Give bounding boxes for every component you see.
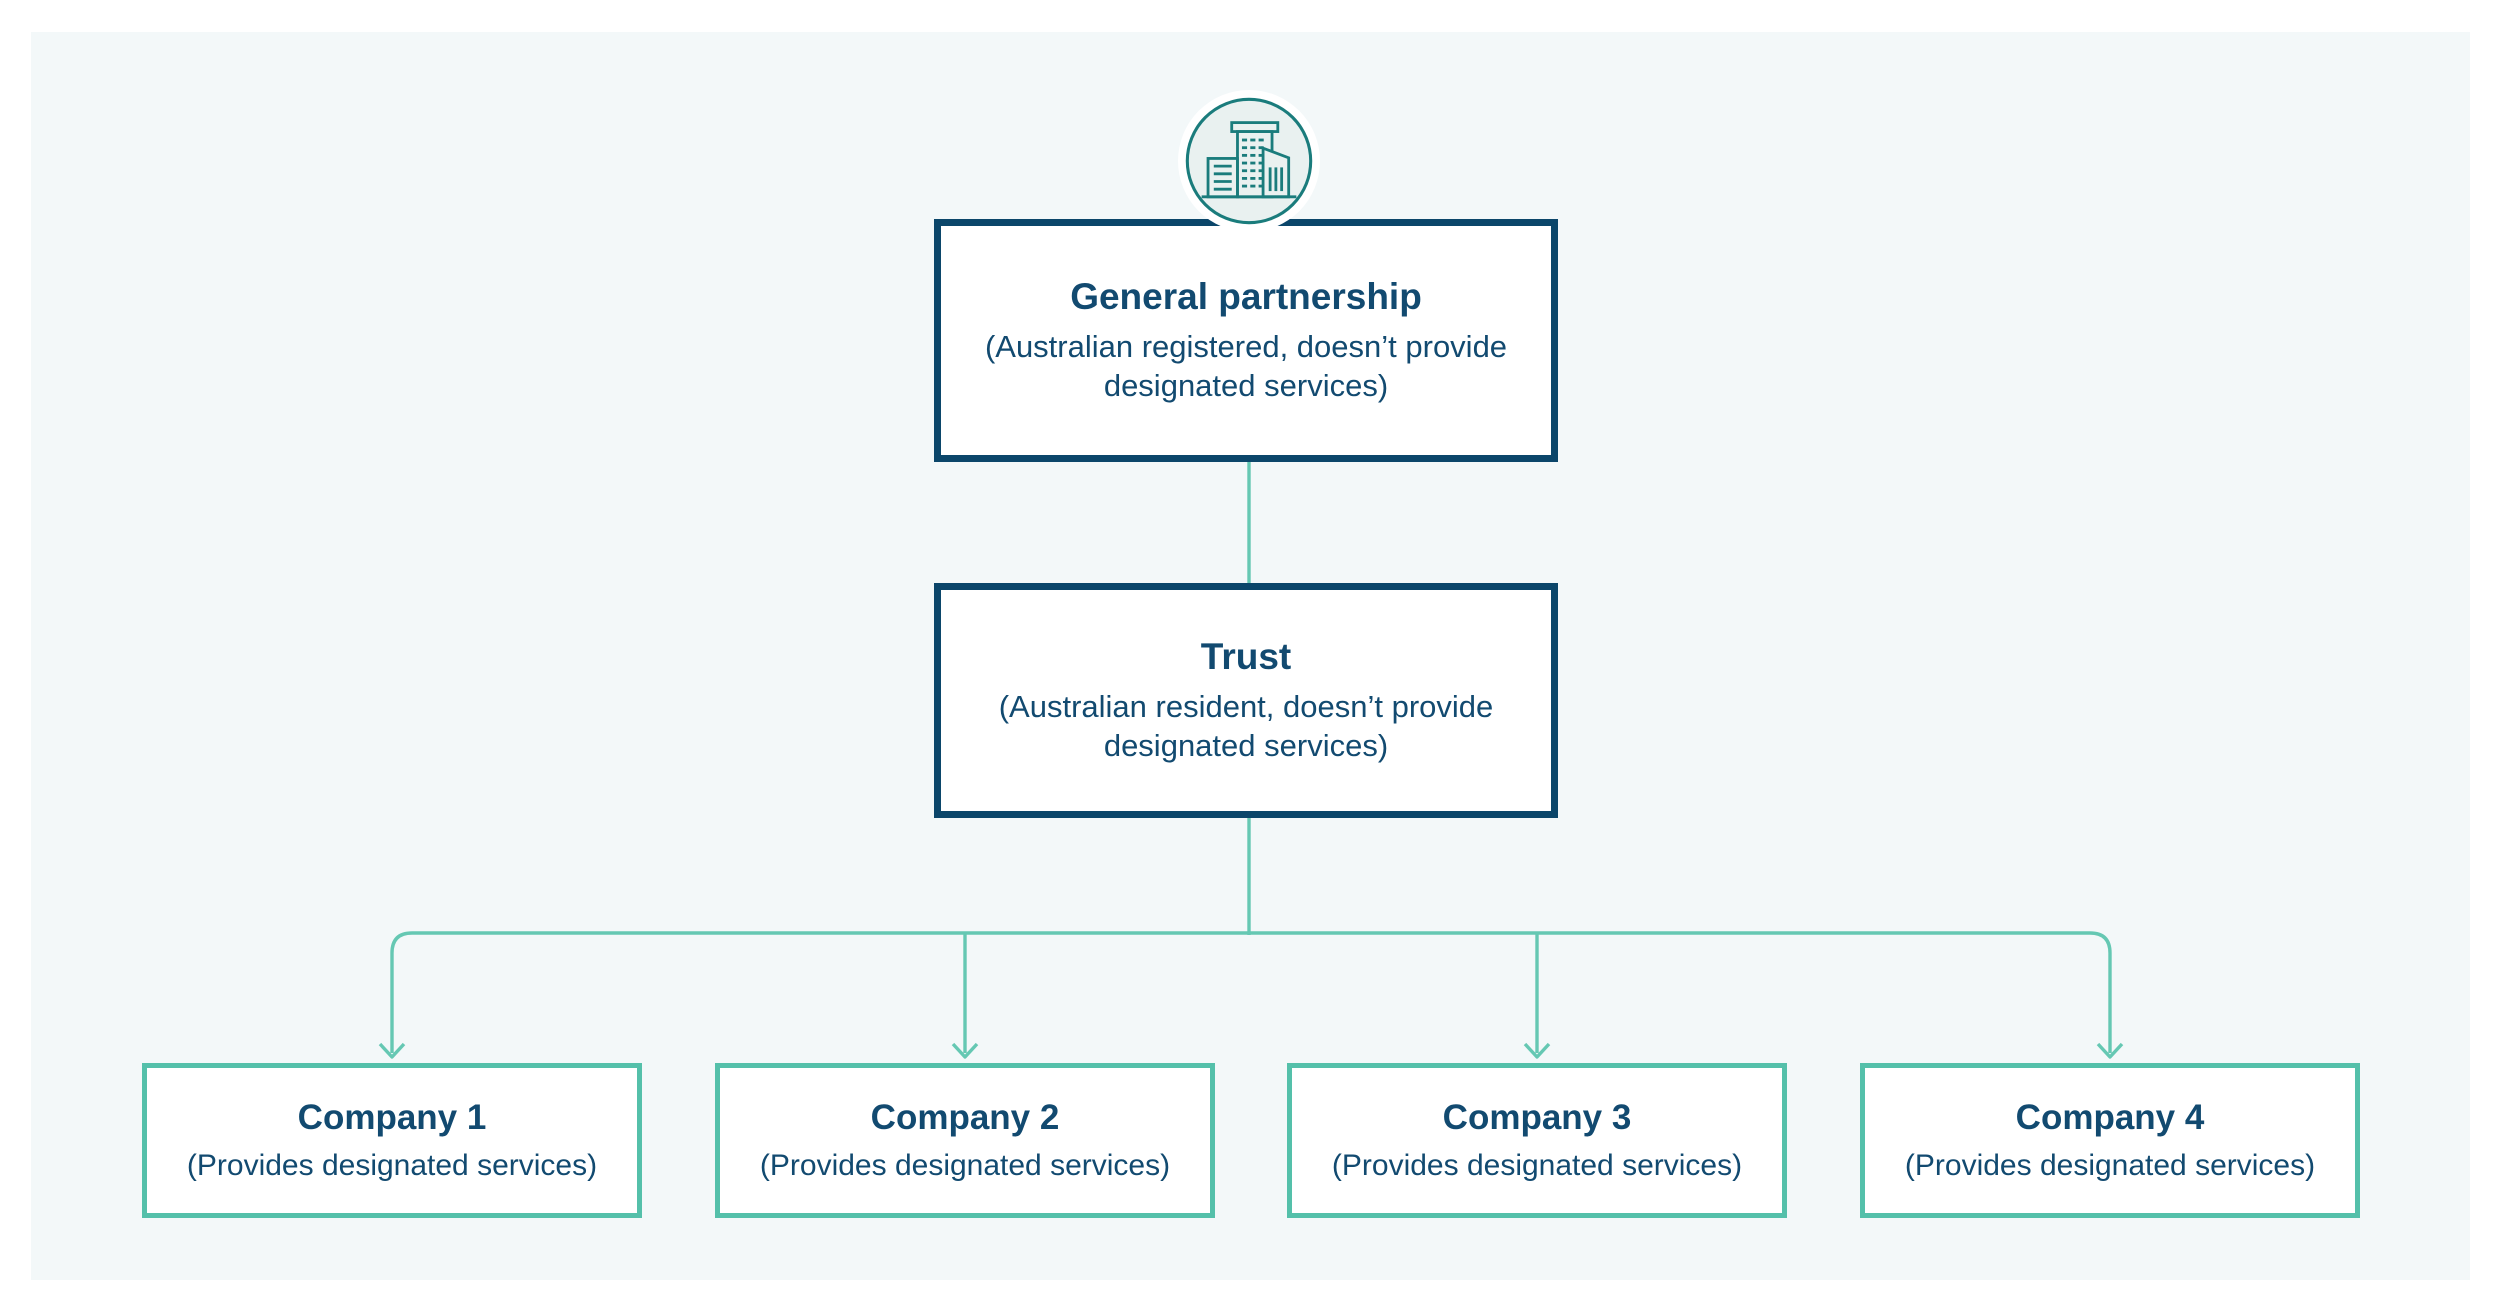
node-subtitle: (Australian registered, doesn’t provide … <box>985 327 1507 406</box>
node-company-3: Company 3 (Provides designated services) <box>1287 1063 1787 1218</box>
node-title: General partnership <box>1070 276 1422 318</box>
node-subtitle-line2: designated services) <box>1103 728 1389 764</box>
node-company-1: Company 1 (Provides designated services) <box>142 1063 642 1218</box>
node-subtitle: (Provides designated services) <box>186 1148 598 1182</box>
node-company-4: Company 4 (Provides designated services) <box>1860 1063 2360 1218</box>
node-subtitle: (Provides designated services) <box>1904 1148 2316 1182</box>
buildings-icon-badge <box>1178 90 1320 232</box>
node-subtitle: (Provides designated services) <box>1331 1148 1743 1182</box>
node-title: Company 2 <box>870 1097 1060 1137</box>
node-title: Company 3 <box>1442 1097 1632 1137</box>
node-subtitle: (Australian resident, doesn’t provide de… <box>999 687 1494 766</box>
node-title: Trust <box>1200 636 1292 678</box>
node-subtitle-line1: (Australian resident, doesn’t provide <box>998 688 1494 724</box>
node-subtitle-line1: (Australian registered, doesn’t provide <box>984 328 1508 364</box>
node-title: Company 1 <box>297 1097 487 1137</box>
node-title: Company 4 <box>2015 1097 2205 1137</box>
node-subtitle: (Provides designated services) <box>759 1148 1171 1182</box>
node-trust: Trust (Australian resident, doesn’t prov… <box>934 583 1558 818</box>
node-company-2: Company 2 (Provides designated services) <box>715 1063 1215 1218</box>
node-subtitle-line2: designated services) <box>1103 368 1389 404</box>
node-general-partnership: General partnership (Australian register… <box>934 219 1558 462</box>
buildings-icon <box>1185 97 1313 225</box>
